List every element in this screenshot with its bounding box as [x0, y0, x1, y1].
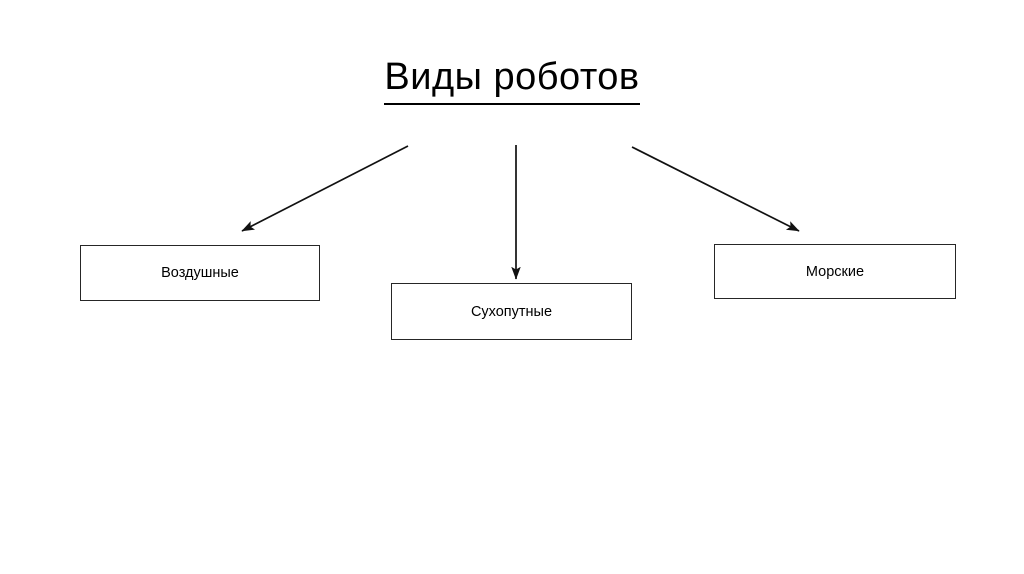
page-title: Виды роботов: [384, 54, 640, 105]
arrow-to-air: [241, 145, 409, 232]
node-label-land: Сухопутные: [470, 303, 553, 320]
node-label-air: Воздушные: [161, 265, 239, 281]
node-box-air[interactable]: Воздушные: [80, 245, 320, 301]
node-box-sea[interactable]: Морские: [714, 244, 956, 299]
arrow-to-sea: [631, 146, 800, 232]
node-label-sea: Морские: [805, 263, 865, 280]
title-container: Виды роботов: [0, 54, 1024, 105]
node-box-land[interactable]: Сухопутные: [391, 283, 632, 340]
